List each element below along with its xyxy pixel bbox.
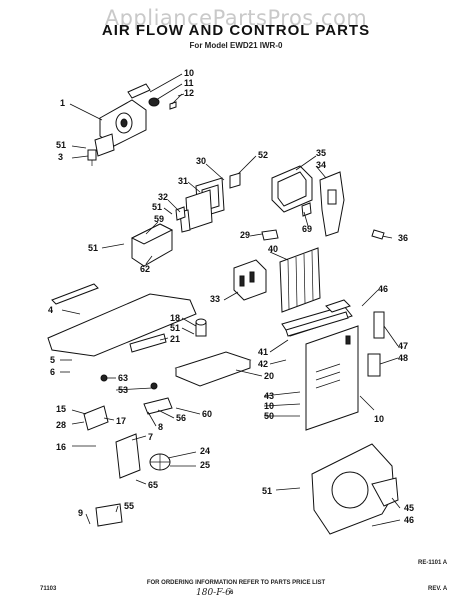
callout-label: 59 bbox=[154, 214, 164, 224]
mounting-rail-part bbox=[47, 283, 197, 357]
callout-label: 50 bbox=[264, 411, 274, 421]
insulation-block-part bbox=[130, 223, 174, 267]
callout-label: 8 bbox=[158, 422, 163, 432]
leader-lines bbox=[60, 73, 401, 527]
callout-label: 51 bbox=[262, 486, 272, 496]
callout-label: 36 bbox=[398, 233, 408, 243]
callout-label: 15 bbox=[56, 404, 66, 414]
bracket-part bbox=[261, 229, 279, 241]
model-subtitle: For Model EWD21 IWR-0 bbox=[189, 41, 283, 50]
callout-label: 12 bbox=[184, 88, 194, 98]
callout-label: 28 bbox=[56, 420, 66, 430]
callout-label: 43 bbox=[264, 391, 274, 401]
rear-panel-part bbox=[305, 325, 359, 431]
callout-label: 53 bbox=[118, 385, 128, 395]
callout-label: 6 bbox=[50, 367, 55, 377]
callout-label: 51 bbox=[170, 323, 180, 333]
callout-label: 31 bbox=[178, 176, 188, 186]
callout-label: 35 bbox=[316, 148, 326, 158]
callout-label: 18 bbox=[170, 313, 180, 323]
bracket-lower-part bbox=[95, 503, 123, 527]
callout-label: 10 bbox=[264, 401, 274, 411]
callout-label: 40 bbox=[268, 244, 278, 254]
callout-label: 62 bbox=[140, 264, 150, 274]
left-code: 71103 bbox=[40, 586, 57, 592]
tray-part bbox=[174, 351, 252, 387]
callout-label: 24 bbox=[200, 446, 210, 456]
callout-label: 11 bbox=[184, 78, 194, 88]
callout-label: 5 bbox=[50, 355, 55, 365]
callout-label: 21 bbox=[170, 334, 180, 344]
callout-label: 4 bbox=[48, 305, 53, 315]
callout-label: 29 bbox=[240, 230, 250, 240]
callout-label: 51 bbox=[56, 140, 66, 150]
revision-label: REV. A bbox=[428, 586, 448, 592]
callout-label: 46 bbox=[404, 515, 414, 525]
blower-housing-part bbox=[311, 443, 399, 535]
diffuser-part bbox=[281, 299, 353, 337]
seal-part bbox=[373, 311, 385, 339]
lever-part bbox=[143, 397, 173, 415]
ordering-note: FOR ORDERING INFORMATION REFER TO PARTS … bbox=[146, 580, 326, 586]
callout-label: 51 bbox=[88, 243, 98, 253]
control-part bbox=[87, 133, 115, 166]
callout-label: 51 bbox=[152, 202, 162, 212]
handwritten-note: 180-F-6 bbox=[196, 588, 231, 598]
callout-label: 52 bbox=[258, 150, 268, 160]
callout-label: 10 bbox=[374, 414, 384, 424]
callout-label: 1 bbox=[60, 98, 65, 108]
callout-label: 33 bbox=[210, 294, 220, 304]
callout-label: 34 bbox=[316, 160, 326, 170]
callout-label: 45 bbox=[404, 503, 414, 513]
fan-housing-part bbox=[271, 165, 345, 237]
diagram-title: AIR FLOW AND CONTROL PARTS bbox=[101, 22, 371, 39]
callout-label: 3 bbox=[58, 152, 63, 162]
strip-part bbox=[129, 333, 167, 353]
callout-label: 20 bbox=[264, 371, 274, 381]
callout-label: 42 bbox=[258, 359, 268, 369]
screw-part bbox=[371, 229, 393, 240]
callout-label: 16 bbox=[56, 442, 66, 452]
callout-label: 63 bbox=[118, 373, 128, 383]
callout-label: 48 bbox=[398, 353, 408, 363]
grille-part bbox=[279, 247, 321, 313]
callout-label: 69 bbox=[302, 224, 312, 234]
callout-label: 65 bbox=[148, 480, 158, 490]
callout-label: 56 bbox=[176, 413, 186, 423]
callout-label: 25 bbox=[200, 460, 210, 470]
callout-label: 7 bbox=[148, 432, 153, 442]
watermark: AppliancePartsPros.com bbox=[104, 6, 368, 30]
callout-label: 60 bbox=[202, 409, 212, 419]
page-number: 6 bbox=[230, 590, 234, 596]
figure-id: RE-1101 A bbox=[418, 560, 448, 566]
callout-label: 32 bbox=[158, 192, 168, 202]
callout-label: 9 bbox=[78, 508, 83, 518]
callout-label: 41 bbox=[258, 347, 268, 357]
callout-label: 10 bbox=[184, 68, 194, 78]
callout-label: 55 bbox=[124, 501, 134, 511]
callout-label: 46 bbox=[378, 284, 388, 294]
fan-motor-part bbox=[115, 433, 171, 479]
callout-label: 30 bbox=[196, 156, 206, 166]
knob-part bbox=[195, 318, 207, 337]
switch-part bbox=[83, 374, 158, 431]
terminal-block-part bbox=[233, 259, 267, 301]
callout-label: 47 bbox=[398, 341, 408, 351]
cover-part bbox=[179, 189, 213, 233]
callout-label: 17 bbox=[116, 416, 126, 426]
gasket-part bbox=[367, 353, 381, 377]
